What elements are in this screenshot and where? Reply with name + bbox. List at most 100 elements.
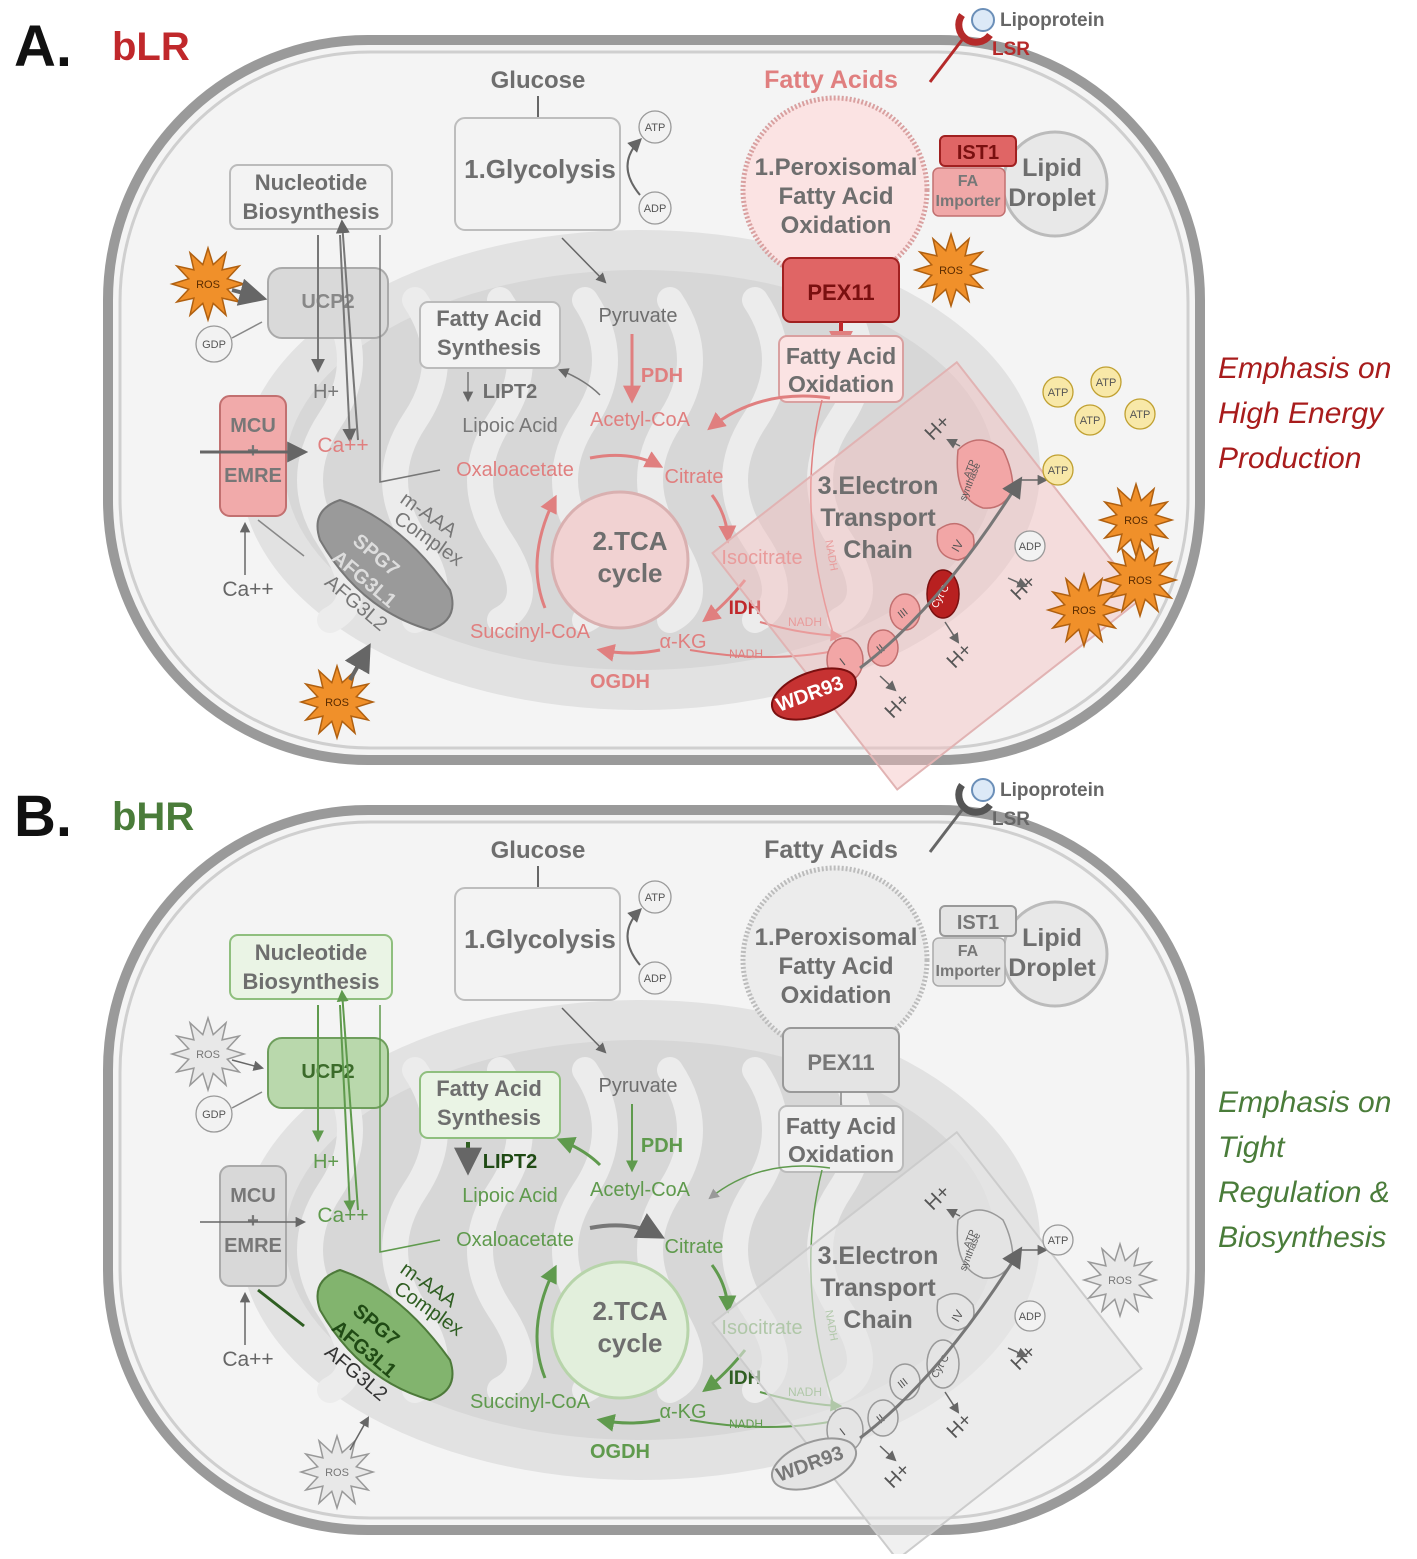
peroxisomal-fao-line: 1.Peroxisomal: [755, 924, 918, 951]
adp-bubble: ADP: [1014, 1300, 1046, 1332]
electron-transport-chain-line: 3.Electron: [818, 472, 939, 500]
succinyl-coa-label: Succinyl-CoA: [470, 1391, 591, 1413]
gdp-bubble-label: GDP: [202, 1109, 226, 1121]
arrow: [946, 439, 961, 449]
fatty-acid-oxidation-line: Fatty Acid: [786, 343, 896, 369]
nucleotide-biosynthesis-line: Biosynthesis: [243, 199, 380, 224]
arrow: [596, 1413, 661, 1432]
ros-icon: [1101, 541, 1179, 619]
citrate-label: Citrate: [665, 466, 724, 488]
fas-box: [419, 1071, 561, 1139]
atp-bubble: ATP: [1042, 376, 1074, 408]
citrate-label: Citrate: [665, 1236, 724, 1258]
succinyl-coa-label: Succinyl-CoA: [470, 621, 591, 643]
tca-circle: [550, 490, 690, 630]
h-plus-label: H+: [313, 381, 339, 403]
peroxisomal-fao-line: Fatty Acid: [778, 953, 893, 980]
ca-arrow: [339, 234, 357, 443]
fatty-acid-synthesis-line: Fatty Acid: [436, 306, 542, 331]
adp-bubble-icon: [638, 191, 672, 225]
oxaloacetate-link: [379, 235, 441, 483]
arrow: [561, 1007, 607, 1054]
atp-bubble-label: ATP: [1080, 415, 1101, 427]
arrow: [344, 643, 371, 681]
ros-burst: ROS: [298, 1433, 376, 1511]
oxaloacetate-link: [379, 1005, 441, 1253]
ros-icon: [912, 231, 990, 309]
wdr93: [770, 1437, 858, 1491]
electron-transport-chain-line: Chain: [843, 536, 912, 564]
atp-bubble-label: ATP: [645, 122, 666, 134]
arrow: [879, 1445, 897, 1462]
fa-importer-line: FA: [958, 943, 979, 960]
lsr-receptor-icon: [955, 782, 993, 816]
m-aaa-complex: [316, 1268, 454, 1402]
electron-transport-chain-line: Transport: [820, 504, 936, 532]
panel-b: B.bHRLipoproteinLSRGlucose1.GlycolysisAT…: [14, 778, 1391, 1559]
adp-bubble-label: ADP: [1019, 541, 1042, 553]
mcu-emre-line: EMRE: [224, 465, 282, 487]
mcu-emre-line: MCU: [230, 415, 276, 437]
atp-bubble-label: ATP: [645, 892, 666, 904]
gdp-inhibit: [231, 321, 263, 339]
ros-label: ROS: [325, 697, 349, 709]
peroxisomal-fao-line: 1.Peroxisomal: [755, 154, 918, 181]
arrow: [558, 368, 601, 396]
atp-bubble-label: ATP: [1048, 1235, 1069, 1247]
atp-bubble: ATP: [1042, 1224, 1074, 1256]
emphasis-line: Emphasis on: [1218, 352, 1391, 385]
panel-a: A.bLRLipoproteinLSRGlucose1.GlycolysisAT…: [14, 8, 1391, 791]
fao-to-acetyl-arrow: [707, 394, 831, 431]
ros-burst: ROS: [912, 231, 990, 309]
arrow: [1007, 1347, 1028, 1358]
gdp-bubble-icon: [195, 1095, 233, 1133]
fao-box: [778, 1105, 904, 1173]
arrow: [626, 908, 642, 966]
acetyl-coa-label: Acetyl-CoA: [590, 409, 691, 431]
tca-cycle-line: 2.TCA: [592, 1296, 667, 1326]
crista: [637, 1057, 703, 1403]
electron-transport-chain-line: Chain: [843, 1306, 912, 1334]
complex-i-label: I: [837, 655, 848, 668]
akg-label: α-KG: [659, 1401, 706, 1423]
lipid-droplet-line: Lipid: [1022, 154, 1082, 182]
lipoprotein-label: Lipoprotein: [1000, 780, 1104, 801]
lsr-receptor-icon: [955, 12, 993, 46]
nucleotide-arrow: [336, 989, 359, 1211]
emphasis-line: Production: [1218, 442, 1361, 475]
panel-tag: bHR: [112, 795, 194, 839]
ros-burst: ROS: [1101, 541, 1179, 619]
fatty-acid-synthesis-line: Synthesis: [437, 335, 541, 360]
crista: [637, 287, 703, 633]
glucose-label: Glucose: [491, 837, 586, 864]
adp-bubble-label: ADP: [1019, 1311, 1042, 1323]
atp-bubble-label: ATP: [1048, 465, 1069, 477]
ros-label: ROS: [1072, 605, 1096, 617]
arrow: [944, 1391, 960, 1414]
pdh-label: PDH: [641, 365, 683, 387]
emphasis-line: Biosynthesis: [1218, 1221, 1386, 1254]
emphasis-line: Tight: [1218, 1131, 1286, 1164]
lsr-label: LSR: [992, 39, 1030, 60]
atp-bubble: ATP: [1042, 454, 1074, 486]
gdp-bubble-icon: [195, 325, 233, 363]
arrow: [589, 1213, 665, 1239]
adp-bubble-icon: [638, 961, 672, 995]
ros-label: ROS: [939, 265, 963, 277]
nucleotide-box: [229, 934, 393, 1000]
ros-label: ROS: [196, 279, 220, 291]
adp-bubble: ADP: [638, 961, 672, 995]
tca-cycle-line: 2.TCA: [592, 526, 667, 556]
lipoic-acid-label: Lipoic Acid: [462, 415, 558, 437]
lipoprotein-icon: [971, 778, 995, 802]
fatty-acid-oxidation-line: Oxidation: [788, 371, 894, 397]
nadh-label: NADH: [729, 1417, 763, 1431]
arrow: [231, 278, 268, 306]
emphasis-line: High Energy: [1218, 397, 1385, 430]
arrow: [710, 1264, 737, 1314]
adp-bubble-label: ADP: [644, 203, 667, 215]
ucp2-label: UCP2: [301, 291, 354, 313]
arrow: [589, 451, 664, 468]
gdp-bubble-label: GDP: [202, 339, 226, 351]
